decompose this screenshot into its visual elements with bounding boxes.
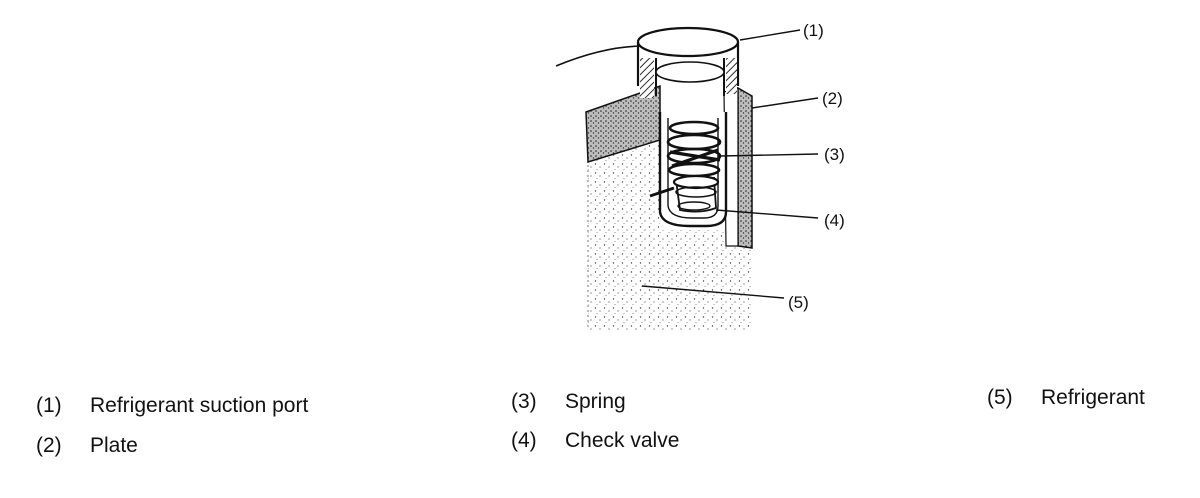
leader-lines <box>641 29 819 299</box>
legend-text: Check valve <box>565 429 680 452</box>
legend-item-4: (4) Check valve <box>511 429 679 453</box>
refrigerant-region <box>587 140 752 330</box>
legend-text: Refrigerant suction port <box>90 394 309 417</box>
check-valve <box>649 174 720 213</box>
callout-4: (4) <box>824 211 845 230</box>
legend-text: Spring <box>565 390 626 413</box>
legend-item-2: (2) Plate <box>36 434 138 458</box>
legend-item-1: (1) Refrigerant suction port <box>36 394 308 418</box>
callout-1: (1) <box>803 21 824 40</box>
suction-pipe <box>555 26 740 98</box>
legend-item-3: (3) Spring <box>511 390 626 414</box>
legend-number: (1) <box>36 394 62 417</box>
legend-text: Refrigerant <box>1041 386 1145 409</box>
legend-text: Plate <box>90 434 138 457</box>
legend-number: (2) <box>36 434 62 457</box>
plate <box>723 86 753 249</box>
legend-number: (4) <box>511 429 537 452</box>
callout-2: (2) <box>822 89 843 108</box>
check-valve-diagram: (1) (2) (3) (4) (5) <box>555 21 845 330</box>
callout-5: (5) <box>788 293 809 312</box>
legend-item-5: (5) Refrigerant <box>987 386 1145 410</box>
callout-3: (3) <box>824 145 845 164</box>
legend-number: (3) <box>511 390 537 413</box>
legend-number: (5) <box>987 386 1013 409</box>
